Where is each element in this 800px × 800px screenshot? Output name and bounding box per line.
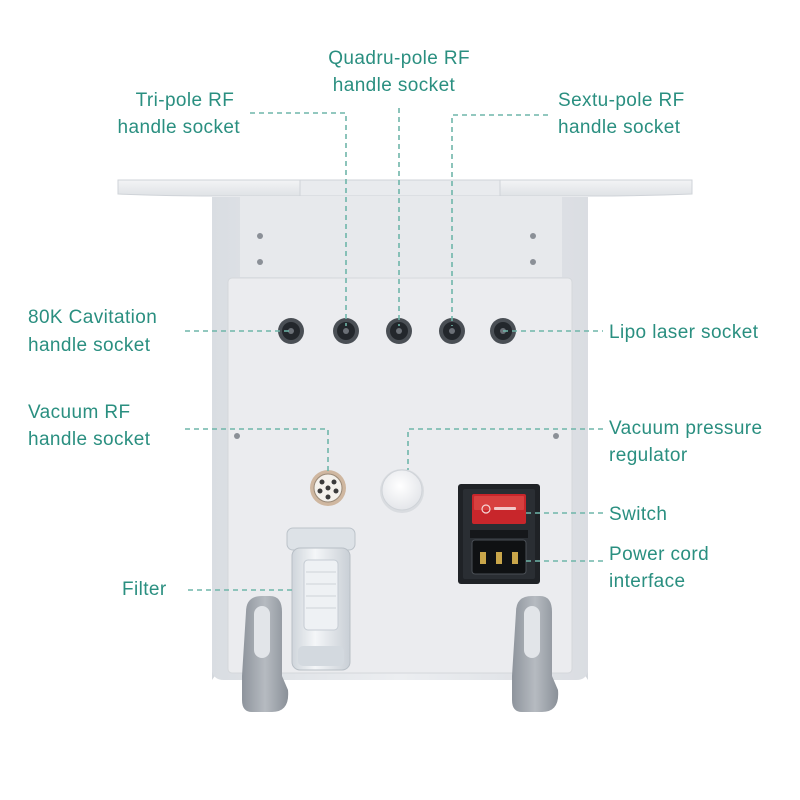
label-quadru-pole-rf: Quadru-pole RF handle socket xyxy=(328,48,476,96)
device-body xyxy=(117,179,693,680)
label-80k-cavitation: 80K Cavitation handle socket xyxy=(28,307,163,356)
leader-sextu-pole xyxy=(451,114,548,326)
power-module xyxy=(458,484,540,584)
cavitation-socket xyxy=(278,318,304,344)
label-switch: Switch xyxy=(609,504,667,525)
callout-labels: Tri-pole RF handle socket Quadru-pole RF… xyxy=(28,48,768,600)
leader-vacuum-pressure xyxy=(407,428,603,470)
label-filter: Filter xyxy=(122,579,167,600)
vacuum-rf-socket xyxy=(310,470,346,506)
sextu-pole-socket xyxy=(439,318,465,344)
label-tri-pole-rf: Tri-pole RF handle socket xyxy=(118,90,241,138)
label-sextu-pole-rf: Sextu-pole RF handle socket xyxy=(558,90,690,138)
handle-sockets-row xyxy=(278,318,516,344)
filter-canister xyxy=(286,527,356,671)
label-vacuum-pressure-regulator: Vacuum pressure regulator xyxy=(609,418,768,466)
leader-tri-pole xyxy=(250,112,347,326)
tri-pole-socket xyxy=(333,318,359,344)
quadru-pole-socket xyxy=(386,318,412,344)
vacuum-pressure-knob xyxy=(380,469,424,513)
right-stand xyxy=(512,596,559,712)
label-power-cord-interface: Power cord interface xyxy=(609,544,715,592)
label-lipo-laser-socket: Lipo laser socket xyxy=(609,322,759,343)
power-cord-interface xyxy=(471,539,527,575)
left-stand xyxy=(242,596,289,712)
label-vacuum-rf: Vacuum RF handle socket xyxy=(28,402,151,450)
leader-lines xyxy=(185,108,603,591)
leader-vacuum-rf xyxy=(185,428,329,472)
power-switch xyxy=(472,494,526,524)
